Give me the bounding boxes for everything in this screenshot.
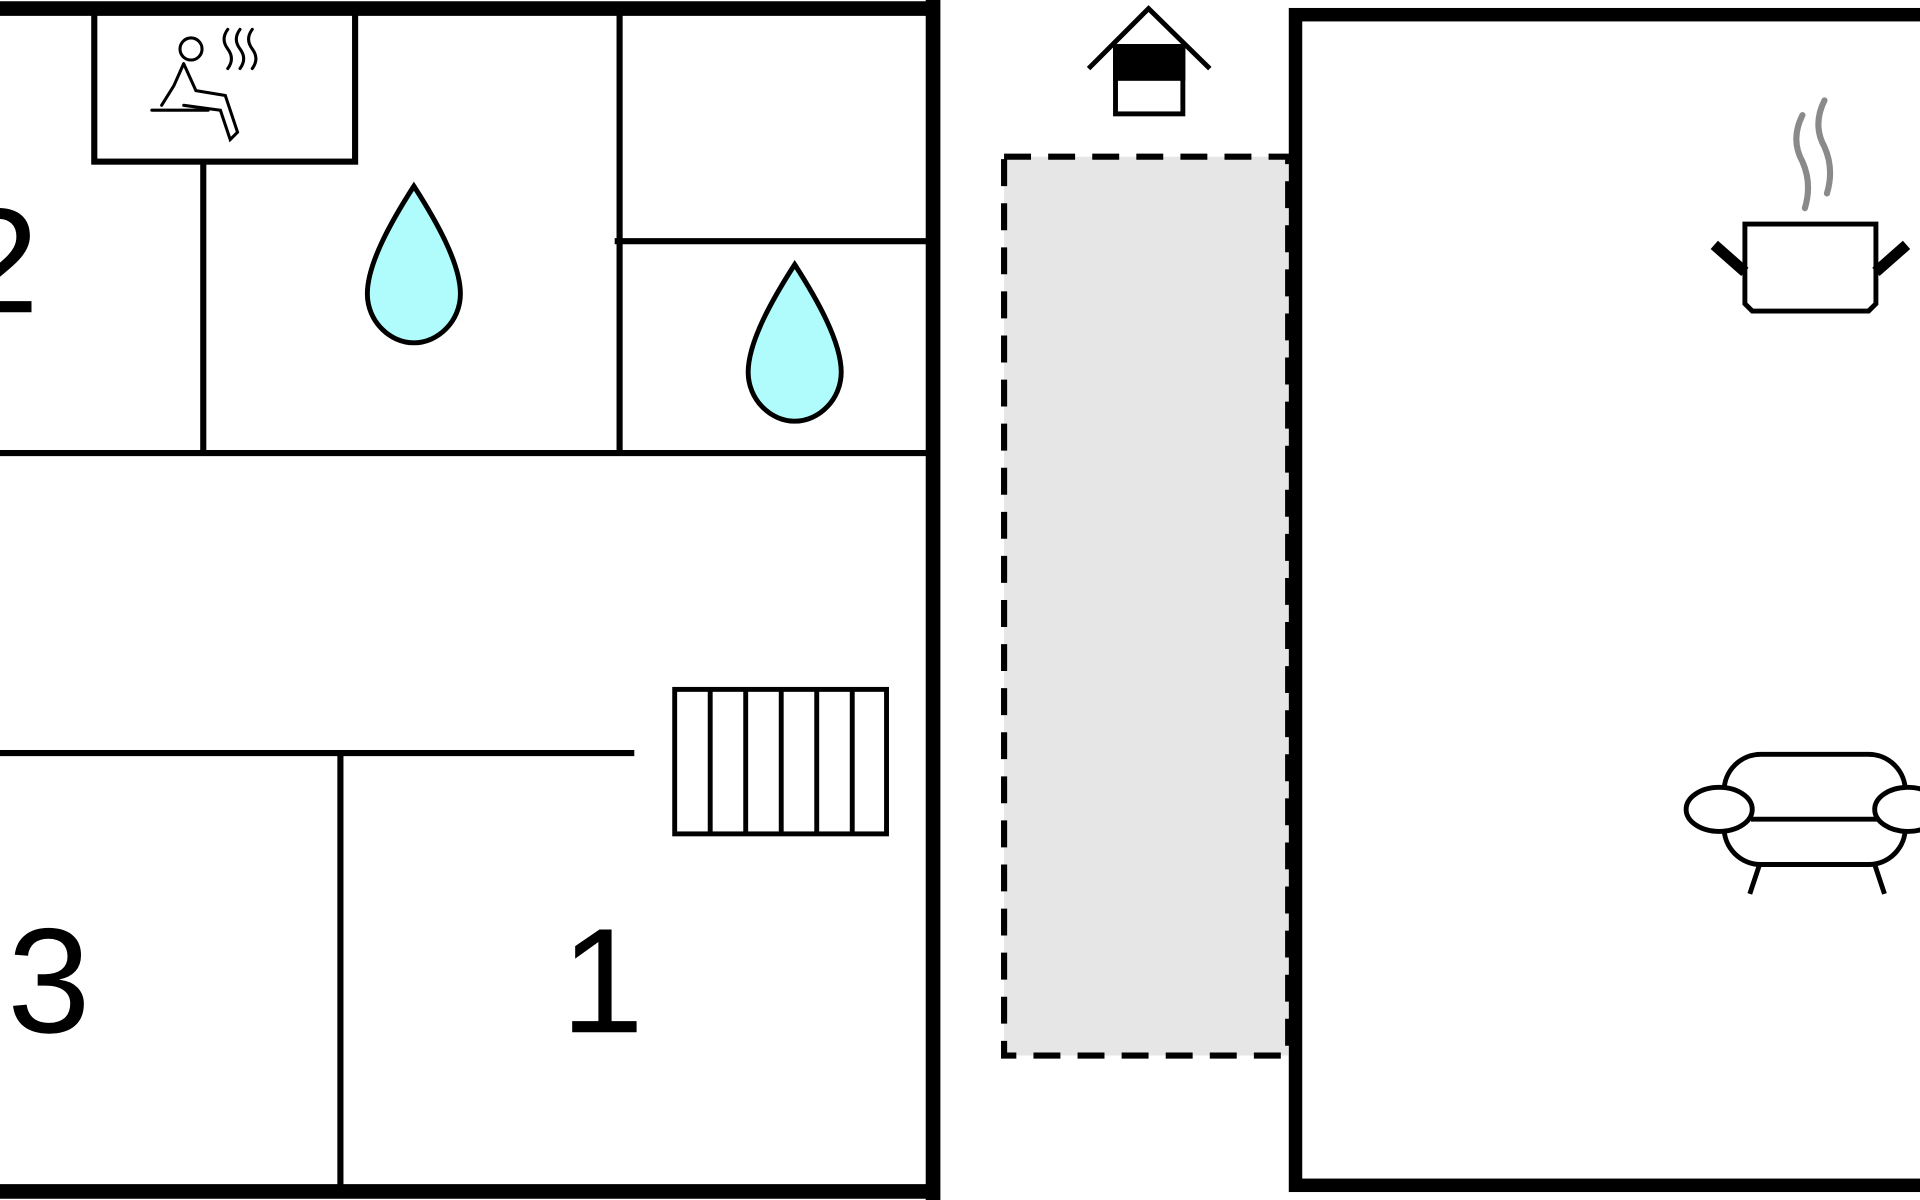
annex-building xyxy=(1288,7,1920,1193)
room-label-1: 1 xyxy=(561,897,644,1064)
room-label-2: 2 xyxy=(0,177,39,344)
cooking-pot-icon xyxy=(1710,97,1911,314)
sauna-room xyxy=(91,9,359,165)
main-building xyxy=(0,0,941,1200)
water-drop-icon xyxy=(364,181,463,346)
water-drop-icon xyxy=(745,259,844,424)
terrace-area xyxy=(1001,153,1292,1059)
sofa-icon xyxy=(1683,751,1920,895)
sauna-icon xyxy=(150,27,258,143)
room-label-3: 3 xyxy=(7,897,90,1064)
stairs-icon xyxy=(672,686,889,837)
entrance-icon xyxy=(1086,5,1212,117)
